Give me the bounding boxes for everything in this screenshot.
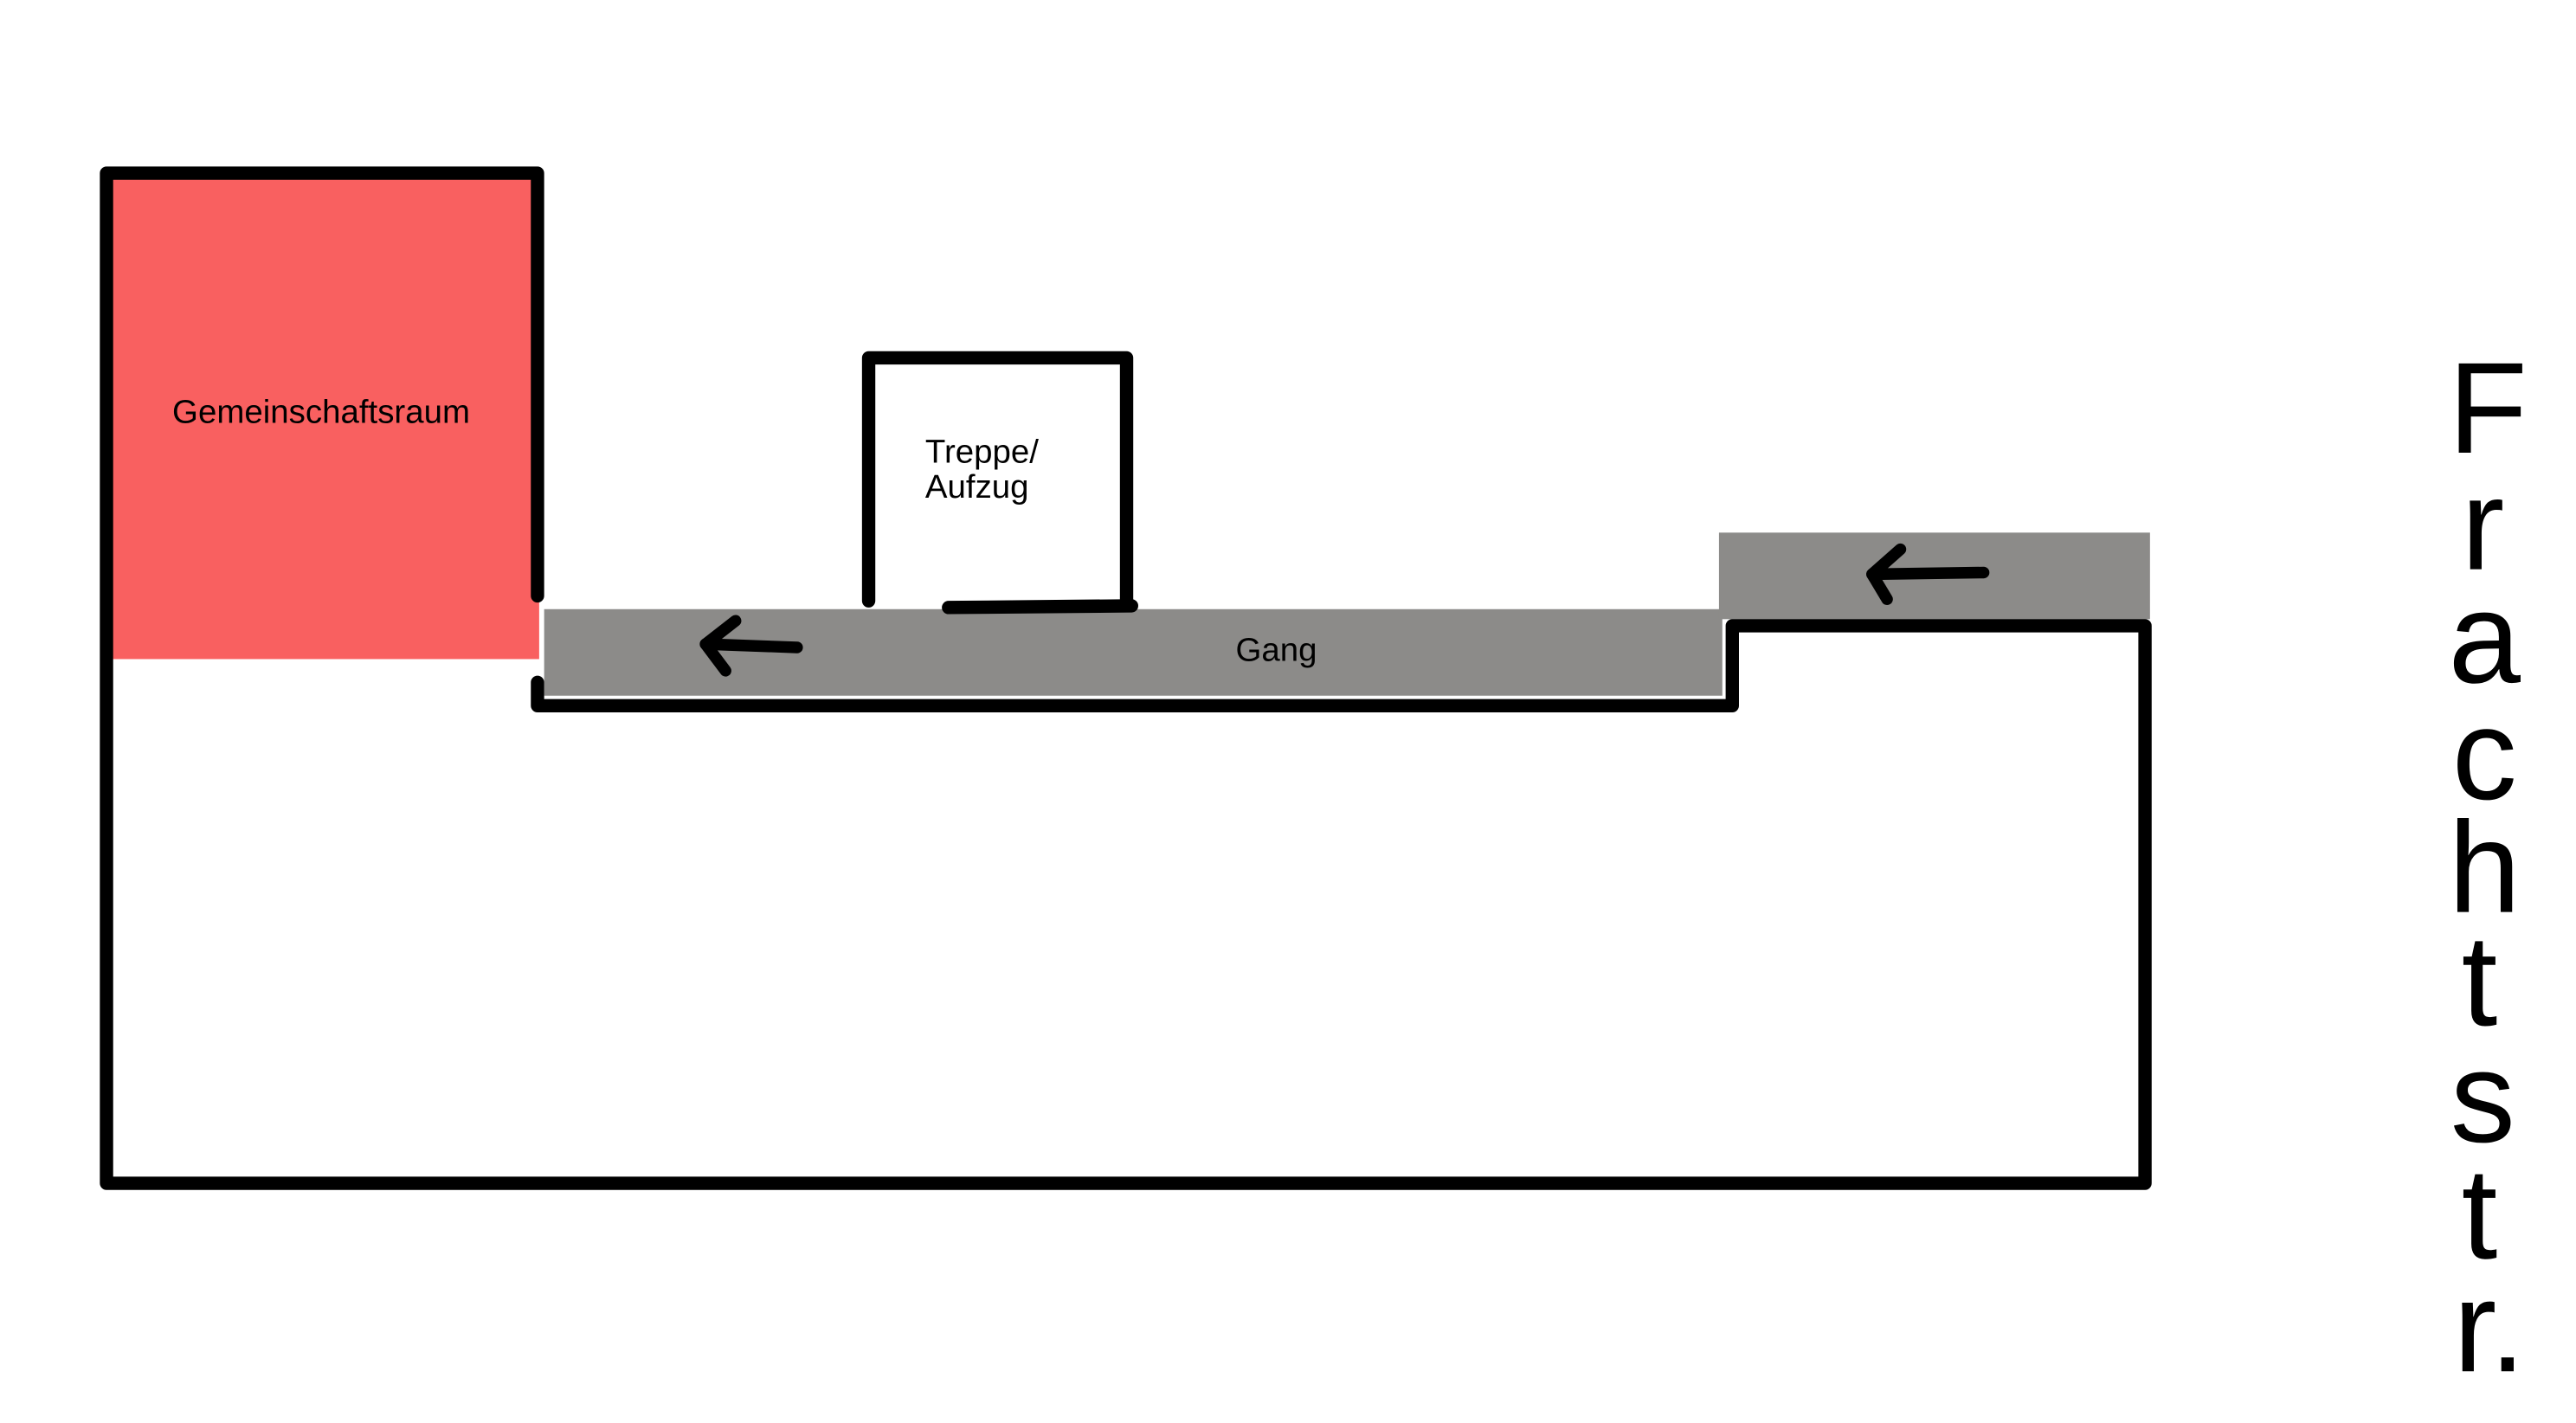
community-room-label: Gemeinschaftsraum (172, 393, 470, 430)
corridor-label: Gang (1236, 631, 1317, 668)
walls (100, 166, 2152, 1190)
stairs-label-line1: Treppe/ (925, 434, 1039, 471)
stairs-door-line (942, 599, 1138, 615)
stairs-wall (861, 351, 1134, 611)
street-letter: t (2462, 1141, 2498, 1286)
stairs-label-line2: Aufzug (925, 468, 1029, 505)
corridor-area (544, 608, 1723, 696)
street-letter: r (2461, 452, 2504, 597)
arrow-left-icon (699, 615, 803, 677)
street-letter: s (2450, 1024, 2515, 1169)
street-letter: a (2449, 564, 2521, 710)
street-letter: t (2462, 907, 2498, 1053)
arrow-left-icon (1866, 543, 1990, 605)
street-letter: c (2452, 681, 2517, 827)
community-room-wall (100, 166, 2152, 1190)
street-letter: h (2449, 795, 2521, 940)
street-letter: r. (2453, 1253, 2525, 1399)
street-label: F r a c h t s t r. (2448, 335, 2528, 1399)
community-room-area (106, 173, 539, 660)
street-letter: F (2448, 335, 2528, 480)
